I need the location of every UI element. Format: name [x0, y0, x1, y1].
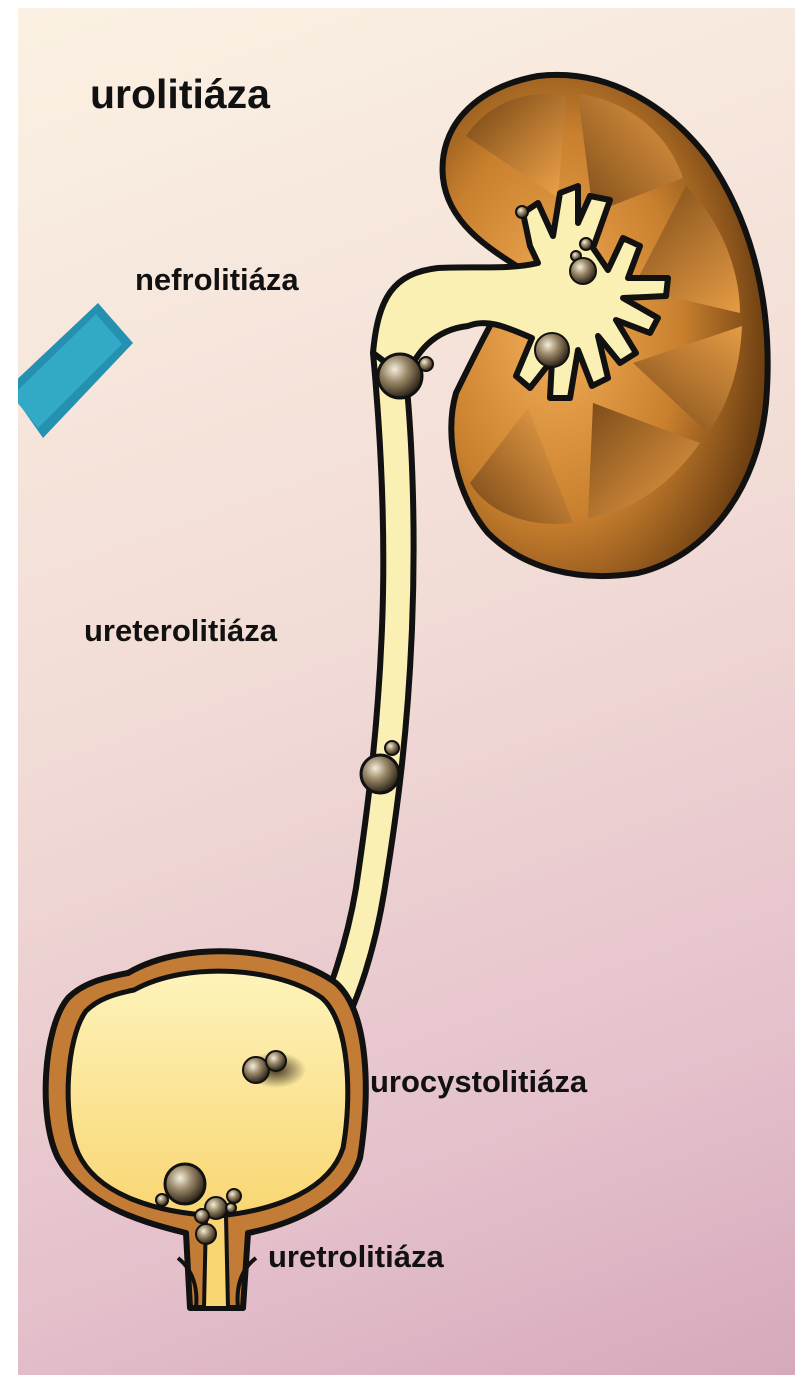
stone-icon — [580, 238, 592, 250]
stone-icon — [226, 1203, 236, 1213]
diagram-title: urolitiáza — [90, 74, 270, 115]
stone-icon — [266, 1051, 286, 1071]
slide: urolitiáza nefrolitiáza ureterolitiáza u… — [18, 8, 795, 1375]
stone-icon — [378, 354, 422, 398]
stone-icon — [195, 1209, 209, 1223]
label-urethrolithiasis: uretrolitiáza — [268, 1241, 444, 1272]
stone-icon — [385, 741, 399, 755]
stone-icon — [156, 1194, 168, 1206]
stone-icon — [361, 755, 399, 793]
label-nephrolithiasis: nefrolitiáza — [135, 264, 299, 295]
ureter-icon — [318, 353, 414, 1026]
stone-icon — [570, 258, 596, 284]
stone-icon — [227, 1189, 241, 1203]
stone-icon — [165, 1164, 205, 1204]
label-urocystolithiasis: urocystolitiáza — [370, 1066, 587, 1097]
stone-icon — [419, 357, 433, 371]
stone-icon — [196, 1224, 216, 1244]
label-ureterolithiasis: ureterolitiáza — [84, 615, 277, 646]
kidney-icon — [373, 75, 768, 576]
urinary-tract-diagram — [18, 8, 795, 1375]
stone-icon — [535, 333, 569, 367]
accent-bar — [18, 303, 133, 438]
stone-icon — [516, 206, 528, 218]
